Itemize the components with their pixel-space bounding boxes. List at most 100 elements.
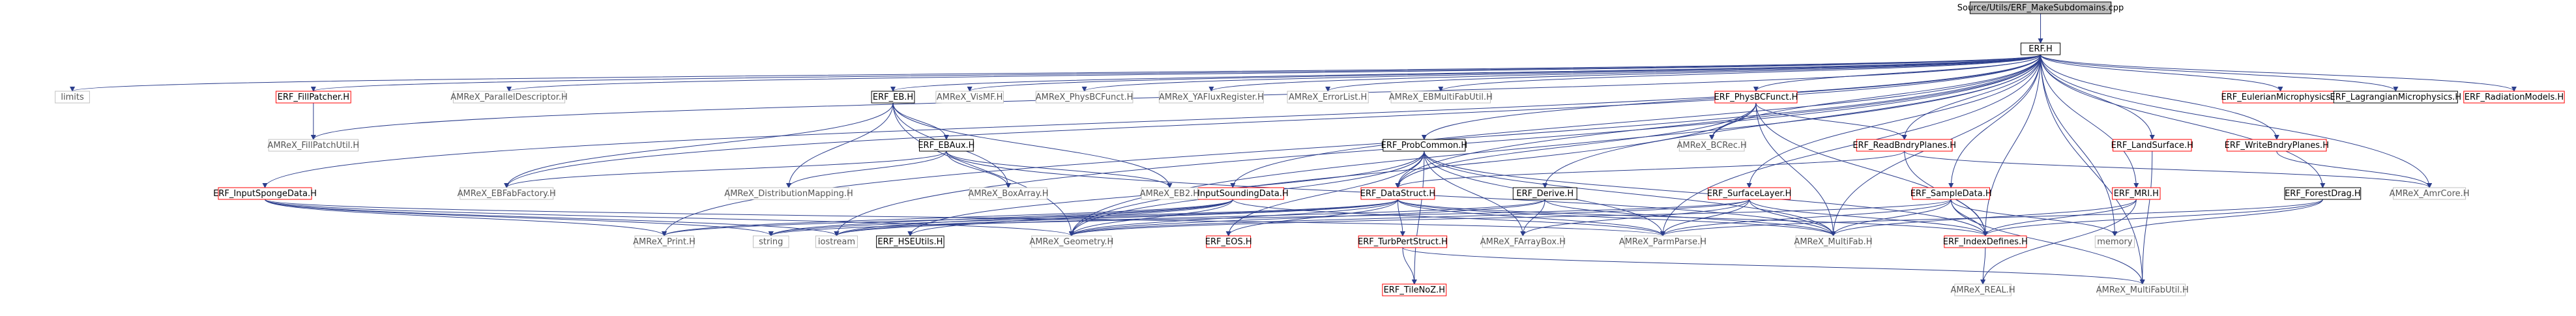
edge-eb-to-geometry [892, 102, 1074, 237]
node-label: ERF_SampleData.H [1910, 189, 1992, 199]
node-geometry: AMReX_Geometry.H [1029, 235, 1113, 248]
edge-inputsounding-to-string [768, 199, 1233, 237]
node-tilenoz[interactable]: ERF_TileNoZ.H [1382, 283, 1447, 296]
edge-readbndry-to-amrcore [1904, 151, 2432, 188]
node-box [1678, 139, 1745, 152]
edge-physbcfunct-to-geometry [1068, 102, 1757, 237]
edge-probcommon-to-multifab [1424, 151, 1836, 237]
node-label: ERF_InputSpongeData.H [213, 189, 317, 199]
edge-derive-to-multifab [1544, 199, 1836, 237]
node-box [969, 187, 1047, 200]
edge-erf-to-datastruct [1395, 54, 2042, 188]
node-radiation[interactable]: ERF_RadiationModels.H [2463, 91, 2565, 104]
node-label: ERF_SurfaceLayer.H [1707, 189, 1792, 199]
node-label: AMReX_FArrayBox.H [1480, 237, 1566, 247]
node-amrcore: AMReX_AmrCore.H [2390, 187, 2470, 200]
node-iostream: iostream [815, 235, 858, 248]
node-label: ERF_HSEUtils.H [877, 237, 943, 247]
node-label: AMReX_Print.H [633, 237, 695, 247]
node-label: ERF_LandSurface.H [2111, 141, 2193, 151]
edge-erf-to-geometry [1068, 54, 2042, 237]
edge-datastruct-to-parmparse [1397, 199, 1665, 237]
edge-erf-to-multifabutil [2040, 54, 2145, 285]
edge-physbcfunct-to-readbndry [1755, 102, 1907, 140]
node-label: iostream [818, 237, 855, 247]
node-box [2333, 91, 2458, 104]
edge-erf-to-amrcore [2040, 54, 2433, 188]
node-eos[interactable]: ERF_EOS.H [1205, 235, 1252, 248]
node-lagrangian[interactable]: ERF_LagrangianMicrophysics.H [2330, 91, 2462, 104]
edge-erf-to-indexdefines [1982, 54, 2042, 237]
node-yafluxreg: AMReX_YAFluxRegister.H [1159, 91, 1264, 104]
node-label: AMReX_Geometry.H [1029, 237, 1113, 247]
edge-datastruct-to-string [768, 199, 1398, 237]
node-datastruct[interactable]: ERF_DataStruct.H [1360, 187, 1435, 200]
node-label: AMReX_BoxArray.H [968, 189, 1048, 199]
node-box [1856, 139, 1953, 152]
node-box [1390, 91, 1491, 104]
node-eb[interactable]: ERF_EB.H [871, 91, 915, 104]
node-label: Source/Utils/ERF_MakeSubdomains.cpp [1957, 3, 2124, 13]
node-label: ERF_InputSoundingData.H [1177, 189, 1289, 199]
node-turbpert[interactable]: ERF_TurbPertStruct.H [1358, 235, 1448, 248]
edge-probcommon-to-eos [1225, 151, 1425, 237]
node-eulerian[interactable]: ERF_EulerianMicrophysics.H [2221, 91, 2340, 104]
edge-erf-to-print [662, 54, 2042, 237]
node-probcommon[interactable]: ERF_ProbCommon.H [1381, 139, 1468, 152]
node-box [2463, 91, 2565, 104]
node-sampledata[interactable]: ERF_SampleData.H [1910, 187, 1992, 200]
edge-erf-to-lagrangian [2040, 54, 2399, 92]
node-ebaux[interactable]: ERF_EBAux.H [918, 139, 974, 152]
node-memory: memory [2094, 235, 2135, 248]
edge-erf-to-vismf [967, 54, 2042, 92]
node-pardesc: AMReX_ParallelDescriptor.H [450, 91, 568, 104]
node-box [1912, 187, 1990, 200]
node-real: AMReX_REAL.H [1950, 283, 2015, 296]
node-erf[interactable]: ERF.H [2020, 42, 2061, 55]
node-label: AMReX_ParallelDescriptor.H [450, 93, 568, 102]
node-box [1358, 235, 1448, 248]
edge-erf-to-mri [2040, 54, 2139, 188]
node-physbcfunct[interactable]: ERF_PhysBCFunct.H [1714, 91, 1798, 104]
node-inputsponge[interactable]: ERF_InputSpongeData.H [213, 187, 317, 200]
node-indexdefines[interactable]: ERF_IndexDefines.H [1943, 235, 2028, 248]
edge-erf-to-surfacelayer [1746, 54, 2042, 188]
node-box [2113, 139, 2192, 152]
edge-erf-to-inputsounding [1230, 54, 2042, 188]
node-label: AMReX_EB2.H [1140, 189, 1199, 199]
node-parmparse: AMReX_ParmParse.H [1619, 235, 1706, 248]
node-writebndry[interactable]: ERF_WriteBndryPlanes.H [2225, 139, 2329, 152]
edge-inputsounding-to-hseutils [907, 199, 1233, 237]
edge-forestdrag-to-memory [2112, 199, 2323, 237]
edge-ebaux-to-eb2 [946, 151, 1173, 188]
node-label: ERF_ForestDrag.H [2285, 189, 2361, 199]
node-label: ERF_TileNoZ.H [1384, 285, 1445, 295]
node-label: ERF_TurbPertStruct.H [1358, 237, 1448, 247]
node-fillpatcher[interactable]: ERF_FillPatcher.H [275, 91, 351, 104]
node-root[interactable]: Source/Utils/ERF_MakeSubdomains.cpp [1957, 1, 2124, 14]
node-surfacelayer[interactable]: ERF_SurfaceLayer.H [1707, 187, 1792, 200]
node-box [2099, 283, 2186, 296]
node-layer: Source/Utils/ERF_MakeSubdomains.cppERF.H… [55, 1, 2565, 296]
edge-eb-to-ebfabfactory [504, 102, 894, 188]
edge-turbpert-to-tilenoz [1402, 247, 1417, 285]
node-box [2094, 235, 2135, 248]
node-readbndry[interactable]: ERF_ReadBndryPlanes.H [1852, 139, 1956, 152]
node-derive[interactable]: ERF_Derive.H [1512, 187, 1577, 200]
edge-writebndry-to-amrcore [2276, 151, 2433, 188]
node-mri[interactable]: ERF_MRI.H [2112, 187, 2161, 200]
node-ebfabfactory: AMReX_EBFabFactory.H [458, 187, 556, 200]
edge-erf-to-yafluxreg [1208, 54, 2042, 92]
edge-surfacelayer-to-indexdefines [1749, 199, 1988, 237]
node-boxarray: AMReX_BoxArray.H [968, 187, 1049, 200]
edge-turbpert-to-multifabutil [1402, 247, 2145, 285]
node-label: limits [61, 93, 84, 102]
edge-derive-to-iostream [834, 199, 1545, 237]
node-landsurface[interactable]: ERF_LandSurface.H [2111, 139, 2193, 152]
node-hseutils[interactable]: ERF_HSEUtils.H [876, 235, 944, 248]
edge-derive-to-geometry [1069, 199, 1545, 237]
edge-readbndry-to-datastruct [1395, 151, 1905, 188]
node-box [460, 187, 554, 200]
node-forestdrag[interactable]: ERF_ForestDrag.H [2284, 187, 2362, 200]
edge-erf-to-pardesc [506, 54, 2042, 92]
